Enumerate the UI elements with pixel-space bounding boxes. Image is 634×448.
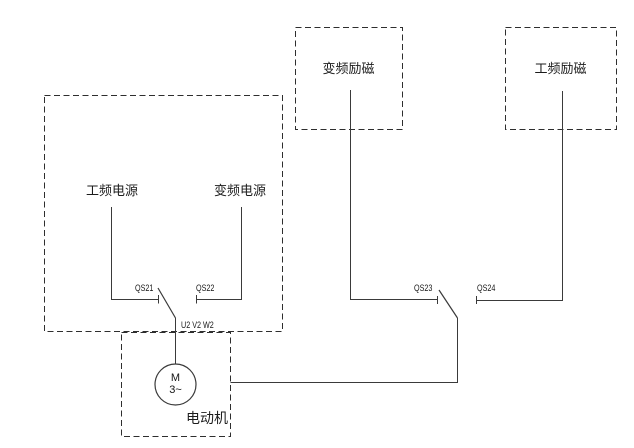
motor-to-excitation-wire: [230, 318, 458, 383]
mains-excitation-label: 工频励磁: [534, 61, 587, 76]
motor-symbol-text: M 3~: [154, 365, 197, 405]
motor-box-label: 电动机: [186, 410, 228, 426]
qs21-switch-label: QS21: [135, 283, 154, 293]
mains-excitation-lead-wire: [476, 91, 563, 301]
vfd-power-label: 变频电源: [214, 183, 267, 198]
power-supply-box-outline: [44, 95, 283, 332]
motor-terminals-label: U2 V2 W2: [181, 320, 214, 330]
vfd-excitation-box-outline: [295, 27, 403, 130]
qs23-switch-blade: [438, 289, 459, 319]
vfd-power-lead-wire: [196, 207, 242, 300]
motor-circle-symbol: [154, 363, 197, 406]
qs22-switch-label: QS22: [196, 283, 215, 293]
mains-excitation-box-outline: [505, 27, 617, 130]
motor-box-outline: [121, 332, 231, 437]
mains-power-label: 工频电源: [86, 183, 139, 198]
vfd-excitation-lead-wire: [350, 90, 437, 300]
motor-phases: 3~: [169, 384, 182, 396]
qs21-switch-blade: [157, 287, 177, 319]
mains-power-lead-wire: [111, 207, 158, 300]
qs24-switch-label: QS24: [477, 283, 496, 293]
qs23-switch-label: QS23: [414, 283, 433, 293]
motor-letter: M: [170, 372, 181, 385]
vfd-excitation-label: 变频励磁: [322, 61, 375, 76]
